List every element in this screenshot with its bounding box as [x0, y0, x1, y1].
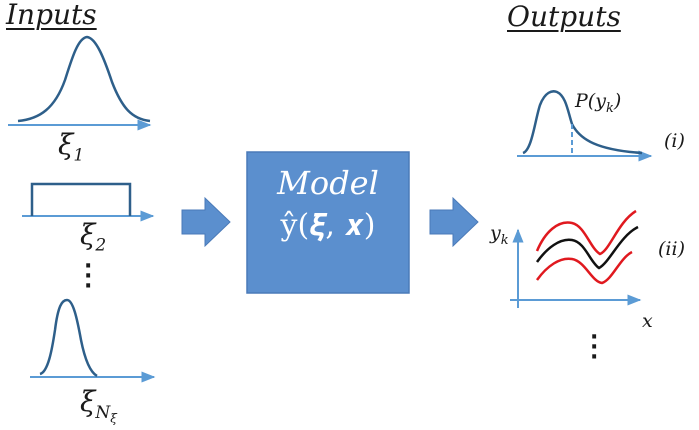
pdf-label-subscript: k [605, 100, 614, 116]
model-title: Model [277, 164, 379, 202]
output-ellipsis-icon: ··· [590, 325, 599, 370]
pdf-label-text: P(y [575, 90, 606, 112]
xi-n-subscript: Nξ [95, 402, 117, 425]
pdf-label-close: ) [613, 90, 622, 112]
input-ellipsis-icon: ··· [84, 254, 93, 299]
input-1-gaussian [8, 35, 152, 131]
model-formula: ŷ(𝝃, 𝒙) [280, 208, 376, 243]
xi-1-symbol: ξ [58, 128, 74, 161]
outputs-heading: Outputs [507, 0, 621, 33]
xi-n-symbol: ξ [80, 385, 96, 418]
xi-2-subscript: 2 [95, 235, 107, 256]
output-pdf-curve [522, 90, 643, 155]
xi-n-subscript-letter: N [95, 402, 111, 423]
input-2-uniform [22, 182, 155, 222]
x-axis-label: x [642, 310, 653, 332]
input-n-distribution [30, 298, 156, 383]
output-band-plot [510, 209, 642, 308]
input-1-curve [17, 35, 151, 123]
band-mean-curve [535, 225, 639, 270]
input-2-curve [30, 182, 132, 216]
yk-symbol: y [490, 222, 501, 244]
xi-n-subsubscript: ξ [110, 410, 117, 425]
flow-arrow-out-icon [429, 196, 479, 248]
band-upper-curve [535, 209, 637, 256]
flow-arrow-in-icon [181, 196, 231, 248]
band-lower-curve [535, 250, 633, 285]
marker-i-label: (i) [664, 130, 685, 152]
xi-1-label: ξ1 [58, 128, 84, 166]
inputs-heading: Inputs [6, 0, 97, 31]
pdf-label: P(yk) [575, 90, 621, 116]
input-n-curve [39, 298, 98, 378]
xi-2-label: ξ2 [80, 218, 106, 256]
xi-n-label: ξNξ [80, 385, 117, 425]
output-pdf-plot [517, 90, 653, 162]
yk-axis-label: yk [490, 222, 509, 248]
yk-subscript: k [500, 232, 509, 248]
xi-2-symbol: ξ [80, 218, 96, 251]
xi-1-subscript: 1 [73, 145, 85, 166]
marker-ii-label: (ii) [658, 238, 685, 260]
model-box [246, 151, 410, 294]
